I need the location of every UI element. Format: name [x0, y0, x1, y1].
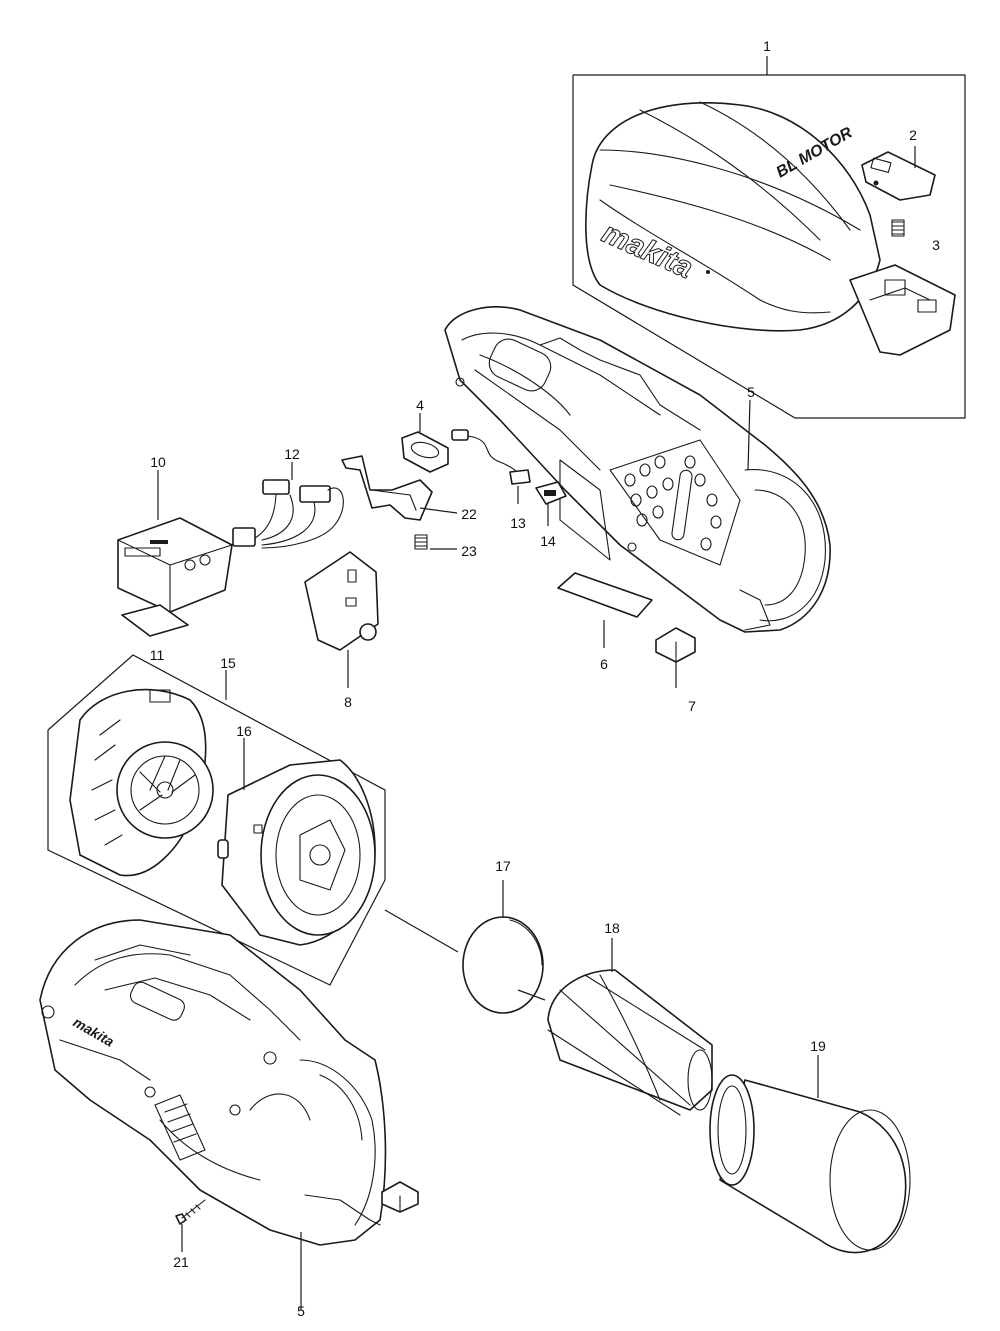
housing-clip	[381, 1181, 419, 1213]
part-15-fan-housing	[69, 688, 214, 877]
part-13-lead-wire	[451, 429, 531, 504]
callout-19: 19	[810, 1038, 826, 1054]
part-21-screw	[175, 1199, 206, 1252]
callout-8: 8	[344, 694, 352, 710]
callout-18: 18	[604, 920, 620, 936]
part-10-controller	[117, 470, 233, 613]
callout-22: 22	[461, 506, 477, 522]
part-5-housing-lower: makita	[39, 919, 387, 1310]
part-19-filter	[709, 1055, 911, 1254]
callout-3: 3	[932, 237, 940, 253]
part-11-label	[121, 604, 189, 637]
callout-4: 4	[416, 397, 424, 413]
callout-17: 17	[495, 858, 511, 874]
part-12-switch-assembly	[232, 462, 344, 549]
callout-6: 6	[600, 656, 608, 672]
part-6-label	[557, 572, 653, 648]
part-16-motor	[217, 738, 376, 946]
part-2-latch-button	[861, 146, 936, 201]
callout-12: 12	[284, 446, 300, 462]
callout-7: 7	[688, 698, 696, 714]
housing-vent-holes	[624, 455, 722, 551]
part-1-upper-cover: makita BL MOTOR	[585, 101, 956, 356]
part-5-housing-upper	[444, 306, 831, 633]
callout-13: 13	[510, 515, 526, 531]
callout-2: 2	[909, 127, 917, 143]
part-14-terminal	[535, 481, 567, 526]
part-4-switch-button	[401, 413, 449, 473]
part-22-switch-lever	[341, 455, 458, 521]
part-8-switch-plate	[304, 551, 379, 688]
part-17-filter-disc	[462, 880, 546, 1014]
callout-1: 1	[763, 38, 771, 54]
callout-11: 11	[149, 647, 165, 663]
callout-16: 16	[236, 723, 252, 739]
assembly-frame-15	[47, 654, 459, 986]
part-18-prefilter	[547, 938, 713, 1116]
part-7-clip	[655, 627, 696, 688]
callout-14: 14	[540, 533, 556, 549]
part-23-spring	[414, 534, 457, 550]
callout-21: 21	[173, 1254, 189, 1270]
callout-5-upper: 5	[747, 384, 755, 400]
assembly-frame-1	[572, 56, 966, 419]
callout-5-lower: 5	[297, 1303, 305, 1319]
callout-15: 15	[220, 655, 236, 671]
part-3-spring	[891, 219, 905, 237]
callout-10: 10	[150, 454, 166, 470]
callout-23: 23	[461, 543, 477, 559]
